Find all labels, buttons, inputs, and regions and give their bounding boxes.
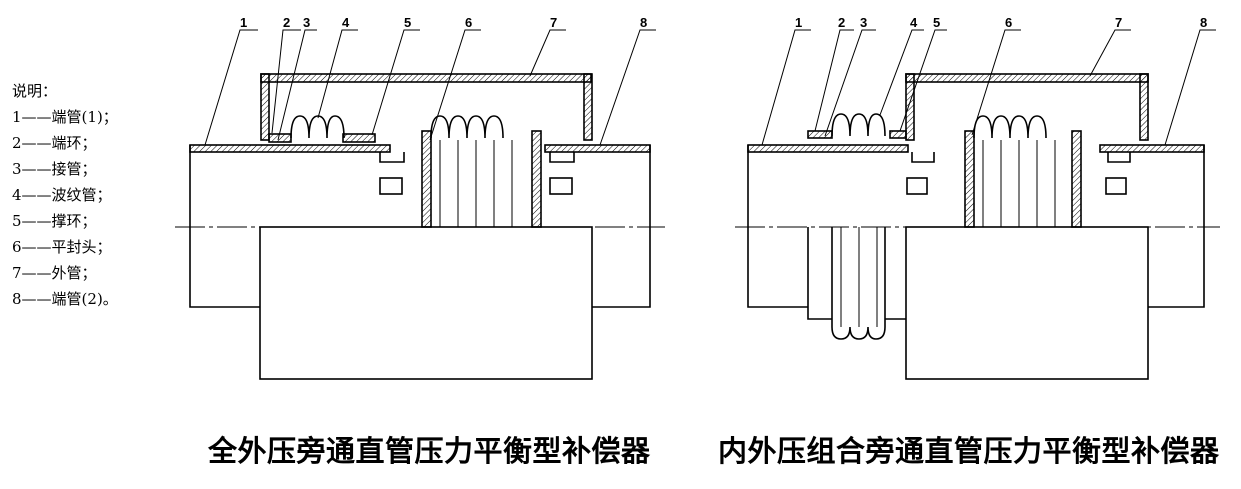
callout-right-2: 2 bbox=[838, 15, 845, 30]
support-ring-r bbox=[889, 130, 907, 139]
outer-pipe-lower-r bbox=[905, 226, 1149, 380]
bellows-lower-r bbox=[831, 227, 886, 340]
legend-item-2: 2——端环； bbox=[12, 134, 97, 152]
caption-left: 全外压旁通直管压力平衡型补偿器 bbox=[208, 434, 651, 468]
left-callouts: 1 2 3 4 5 6 7 8 bbox=[240, 15, 647, 30]
callout-left-5: 5 bbox=[404, 15, 411, 30]
inner-bellows-r bbox=[973, 115, 1047, 139]
flat-head-left bbox=[421, 130, 432, 228]
step-right bbox=[549, 152, 575, 163]
outer-pipe-left-wall-r bbox=[905, 73, 915, 141]
right-callouts: 1 2 3 4 5 6 7 8 bbox=[795, 15, 1207, 30]
callout-left-4: 4 bbox=[342, 15, 350, 30]
end-pipe-1-wall-r bbox=[747, 144, 909, 153]
right-compensator bbox=[735, 29, 1220, 380]
flat-head-right bbox=[531, 130, 542, 228]
callout-right-7: 7 bbox=[1115, 15, 1122, 30]
callout-right-1: 1 bbox=[795, 15, 802, 30]
callout-left-6: 6 bbox=[465, 15, 472, 30]
bellows-r bbox=[831, 113, 886, 137]
flat-head-left-r bbox=[964, 130, 975, 228]
legend-item-1: 1——端管(1)； bbox=[12, 108, 118, 126]
outer-pipe-top bbox=[260, 73, 592, 83]
legend-item-4: 4——波纹管； bbox=[12, 186, 112, 204]
legend: 说明： 1——端管(1)； 2——端环； 3——接管； 4——波纹管； 5——撑… bbox=[12, 78, 118, 312]
callout-left-7: 7 bbox=[550, 15, 557, 30]
legend-title: 说明： bbox=[12, 82, 58, 100]
end-pipe-2-wall bbox=[544, 144, 651, 153]
callout-right-5: 5 bbox=[933, 15, 940, 30]
window-right-r bbox=[1105, 177, 1127, 195]
legend-item-3: 3——接管； bbox=[12, 160, 97, 178]
outer-pipe-top-r bbox=[905, 73, 1149, 83]
outer-pipe-right-wall-r bbox=[1139, 73, 1149, 141]
window-right bbox=[549, 177, 573, 195]
inner-bellows bbox=[430, 115, 504, 139]
outer-pipe-left-wall bbox=[260, 73, 270, 141]
outer-pipe-lower bbox=[259, 226, 593, 380]
legend-item-6: 6——平封头； bbox=[12, 238, 112, 256]
step-left bbox=[379, 152, 405, 163]
window-left bbox=[379, 177, 403, 195]
end-ring-r bbox=[807, 130, 833, 139]
end-pipe-1-wall bbox=[189, 144, 391, 153]
outer-pipe-right-wall bbox=[583, 73, 593, 141]
callout-right-6: 6 bbox=[1005, 15, 1012, 30]
legend-item-7: 7——外管； bbox=[12, 264, 97, 282]
callout-left-3: 3 bbox=[303, 15, 310, 30]
legend-item-8: 8——端管(2)。 bbox=[12, 290, 118, 308]
callout-right-3: 3 bbox=[860, 15, 867, 30]
window-left-r bbox=[906, 177, 928, 195]
caption-right: 内外压组合旁通直管压力平衡型补偿器 bbox=[718, 434, 1220, 468]
end-pipe-2-wall-r bbox=[1099, 144, 1205, 153]
callout-left-8: 8 bbox=[640, 15, 647, 30]
support-ring bbox=[342, 133, 376, 143]
callout-left-1: 1 bbox=[240, 15, 247, 30]
left-compensator bbox=[175, 29, 665, 380]
flat-head-right-r bbox=[1071, 130, 1082, 228]
callout-left-2: 2 bbox=[283, 15, 290, 30]
callout-right-8: 8 bbox=[1200, 15, 1207, 30]
legend-item-5: 5——撑环； bbox=[12, 212, 97, 230]
bellows-4 bbox=[290, 115, 345, 139]
callout-right-4: 4 bbox=[910, 15, 918, 30]
end-ring bbox=[268, 133, 292, 143]
